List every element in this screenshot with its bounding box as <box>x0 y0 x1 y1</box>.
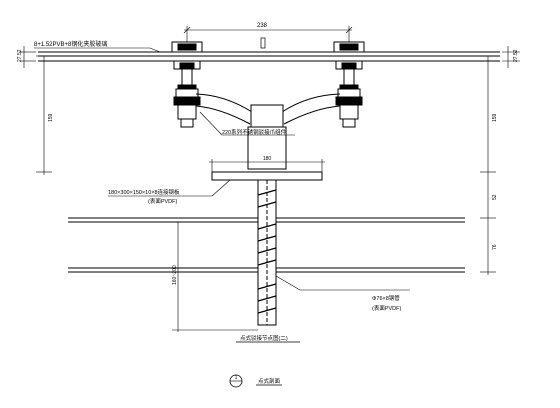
dim-left-lower: 160~200 <box>172 265 178 285</box>
left-dimension-chain <box>36 55 258 332</box>
arm-spec-label: 220系列不锈钢驳接爪组件 <box>222 128 287 136</box>
dim-left-upper: 159 <box>48 113 54 122</box>
right-spider-fitting <box>333 41 365 128</box>
plate-width-dimension <box>209 159 325 172</box>
tube-spec-label: Φ76×8钢管 <box>372 294 400 302</box>
plate-spec-label: 180×300×150×10×8连接钢板 <box>108 188 180 196</box>
dim-right-lower: 76 <box>492 244 498 250</box>
right-glass-dimension <box>502 46 520 68</box>
dim-right-mid: 52 <box>492 194 498 200</box>
glass-panel <box>38 51 500 62</box>
dim-top-span: 238 <box>257 23 268 29</box>
tube-finish-label: (表面PVDF) <box>372 304 402 312</box>
section-marker: 1 <box>229 374 243 388</box>
glass-spec-label: 8+1.52PVB+8钢化夹胶玻璃 <box>34 40 107 48</box>
dim-right-upper: 159 <box>492 113 498 122</box>
right-dimension-chain <box>480 55 496 275</box>
spider-arms <box>195 93 341 125</box>
centerline-marker <box>260 37 266 49</box>
plate-finish-label: (表面PVDF) <box>148 197 178 205</box>
detail-caption: 点式驳接节点图(二) <box>240 334 288 342</box>
left-glass-dimension <box>20 46 36 68</box>
left-spider-fitting <box>171 41 203 128</box>
tube-hatching <box>257 189 277 314</box>
section-title: 点式剖面 <box>258 377 281 385</box>
dim-right-glass: 27.52 <box>513 49 519 62</box>
connecting-plate <box>211 171 323 181</box>
section-number: 1 <box>235 375 238 381</box>
top-dimension <box>183 26 353 48</box>
dim-plate-width: 180 <box>263 156 272 162</box>
dim-left-glass: 27.52 <box>17 49 23 62</box>
